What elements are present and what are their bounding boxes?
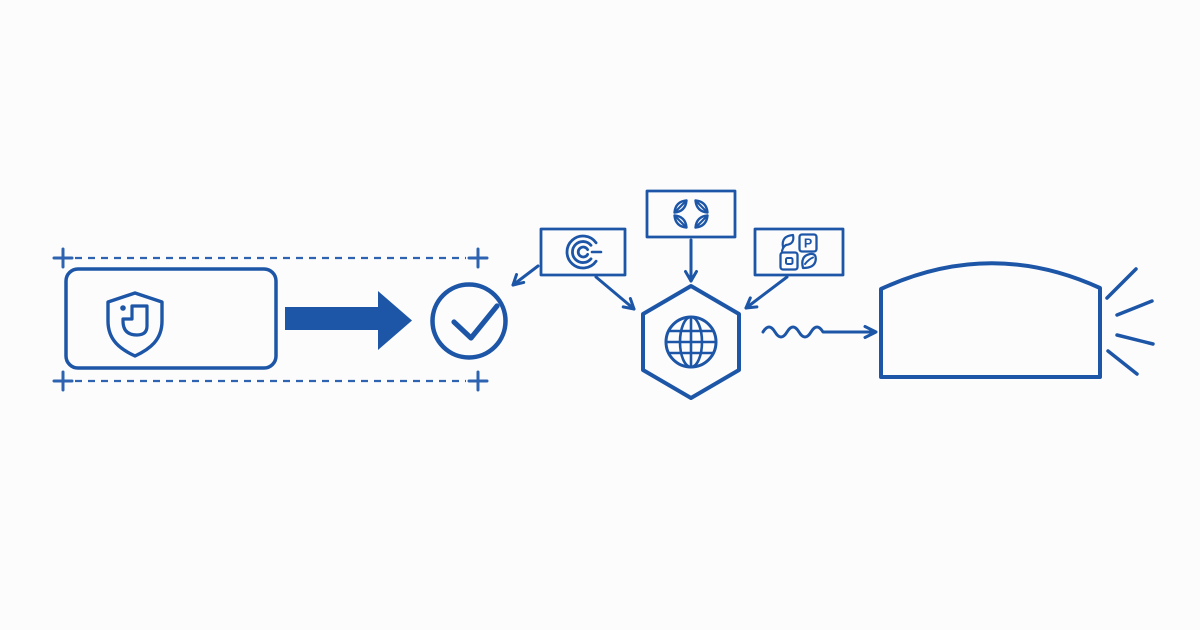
arrow-box1-to-hexagon [594,275,636,311]
flow-arrow [285,291,412,350]
letter-p-text: P [804,237,812,251]
leaf-quartet-icon [673,199,709,229]
arrow-box3-to-hexagon [744,275,789,310]
certifier-box-2-outline [645,189,737,239]
shield-dot [120,305,126,311]
connector-arrows [511,238,789,311]
square-dot-glyph [779,251,799,271]
network-hexagon [641,284,741,400]
shield-inner-mark [121,304,149,337]
plus-marker-top-left [52,247,74,269]
plus-marker-bottom-right [467,370,489,392]
globe-icon [664,315,718,369]
checkmark [451,303,500,341]
check-circle-icon [430,282,508,360]
arrow-box1-to-check [511,264,540,287]
measured-product-card [64,267,278,370]
arrow-box2-to-hexagon [684,238,698,283]
letter-p-glyph: P [798,233,818,253]
certifier-box-2 [645,189,737,239]
measurement-guides [52,247,489,392]
certifier-box-1 [539,227,627,277]
output-panel [879,261,1155,379]
product-card-outline [64,267,278,370]
bean-leaf-glyph [801,252,817,270]
shield-icon [106,291,164,358]
plus-marker-top-right [467,247,489,269]
hexagon-outline [641,284,741,400]
sprout-leaf-glyph [780,233,795,253]
c-ring-logo-icon [565,234,603,270]
certifier-box-3-outline [753,227,845,277]
material-symbols-icon: P [779,233,818,271]
output-panel-outline [879,261,1102,379]
plus-marker-bottom-left [52,370,74,392]
certifier-box-1-outline [539,227,627,277]
shine-lines-icon [1105,267,1155,376]
wavy-arrow-icon [761,325,878,339]
certifier-box-3: P [753,227,845,277]
